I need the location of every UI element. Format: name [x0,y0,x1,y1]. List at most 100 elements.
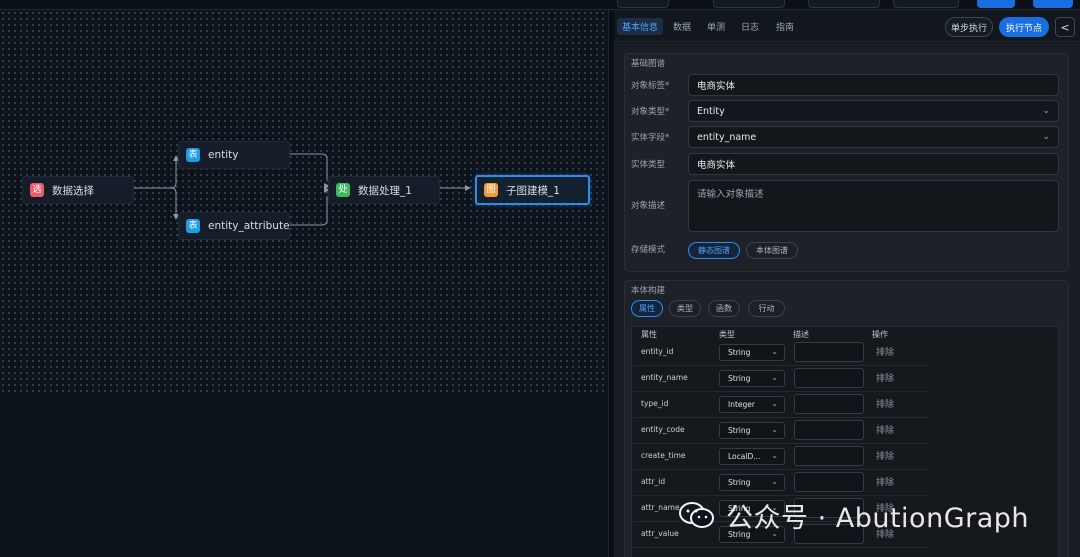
toolbar-button[interactable] [808,0,880,8]
ontology-tab-attributes[interactable]: 属性 [631,300,663,317]
field-label: 实体类型 [631,160,666,170]
run-node-button[interactable]: 执行节点 [999,17,1049,37]
tab-basic-info[interactable]: 基本信息 [617,18,664,35]
node-label: entity [208,149,239,161]
select-value: String [728,530,751,539]
chevron-down-icon: ⌄ [771,425,778,434]
column-header: 属性 [641,330,657,339]
workflow-edges [134,153,471,226]
remove-attribute-button[interactable]: 排除 [876,504,895,514]
top-toolbar [0,0,1080,10]
attribute-description-input[interactable] [794,472,864,492]
panel-content[interactable]: 基础图谱 对象标签* 电商实体 对象类型* Entity ⌄ 实体字段* ent… [614,43,1080,557]
toolbar-primary-button[interactable] [977,0,1015,8]
attribute-description-input[interactable] [794,498,864,518]
object-type-select[interactable]: Entity ⌄ [688,100,1059,122]
remove-attribute-button[interactable]: 排除 [876,426,895,436]
remove-attribute-button[interactable]: 排除 [876,478,895,488]
node-data-select[interactable]: 选 数据选择 [22,176,134,204]
select-value: String [728,348,751,357]
attribute-name: entity_code [641,425,685,434]
step-run-button[interactable]: 单步执行 [945,17,993,37]
object-label-input[interactable]: 电商实体 [688,74,1059,96]
attribute-type-select[interactable]: LocalD... ⌄ [719,448,785,465]
field-label: 对象类型* [631,107,670,117]
attribute-type-select[interactable]: Integer ⌄ [719,396,785,413]
toolbar-primary-button[interactable] [1033,0,1073,8]
select-value: LocalD... [728,452,761,461]
chevron-down-icon: ⌄ [771,503,778,512]
watermark: 公众号 · AbutionGraph [678,497,1058,534]
attribute-name: entity_name [641,373,688,382]
table-row: create_time LocalD...⌄ 排除 [634,444,930,470]
attribute-name: attr_name [641,503,680,512]
toolbar-button[interactable] [893,0,959,8]
input-value: 电商实体 [697,160,736,171]
node-subgraph-modeling[interactable]: 图 子图建模_1 [475,175,590,205]
ontology-tab-types[interactable]: 类型 [669,300,701,317]
ontology-tab-functions[interactable]: 函数 [708,300,740,317]
attribute-description-input[interactable] [794,420,864,440]
remove-attribute-button[interactable]: 排除 [876,400,895,410]
attribute-type-select[interactable]: String⌄ [719,422,785,439]
node-label: 子图建模_1 [506,184,560,197]
attribute-name: attr_value [641,529,679,538]
attribute-type-select[interactable]: String⌄ [719,474,785,491]
attribute-type-select[interactable]: String ⌄ [719,526,785,543]
chevron-down-icon: ⌄ [771,373,778,382]
entity-type-input[interactable]: 电商实体 [688,153,1059,175]
ontology-tab-actions[interactable]: 行动 [748,300,785,317]
section-title: 本体构建 [631,286,666,296]
node-badge: 图 [484,183,498,197]
tab-data[interactable]: 数据 [673,23,692,33]
select-value: Entity [697,105,725,117]
remove-attribute-button[interactable]: 排除 [876,530,895,540]
wechat-logo-icon [678,501,716,529]
chevron-down-icon: ⌄ [771,399,778,408]
remove-attribute-button[interactable]: 排除 [876,348,895,358]
attribute-type-select[interactable]: String⌄ [719,344,785,361]
chevron-down-icon: ⌄ [771,529,778,538]
select-value: Integer [728,400,755,409]
field-label: 对象标签* [631,81,670,91]
workflow-canvas[interactable]: 选 数据选择 表 entity 表 entity_attribute 处 数据处… [0,10,610,557]
object-description-textarea[interactable]: 请输入对象描述 [688,180,1059,232]
attribute-type-select[interactable]: String ⌄ [719,500,785,517]
entity-field-select[interactable]: entity_name ⌄ [688,126,1059,148]
attribute-description-input[interactable] [794,368,864,388]
toolbar-button[interactable] [617,0,669,8]
tab-logs[interactable]: 日志 [741,23,760,33]
basic-graph-card: 基础图谱 对象标签* 电商实体 对象类型* Entity ⌄ 实体字段* ent… [624,53,1069,272]
attribute-description-input[interactable] [794,342,864,362]
attribute-description-input[interactable] [794,524,864,544]
table-row: attr_value String ⌄ 排除 [634,522,930,548]
collapse-panel-button[interactable]: < [1055,17,1075,37]
panel-tabs: 基本信息 数据 单测 日志 指南 单步执行 执行节点 < [614,10,1080,42]
node-table-entity[interactable]: 表 entity [178,141,290,169]
attribute-table: 属性 类型 描述 操作 entity_id String⌄ 排除 entity_… [631,326,1059,557]
attribute-type-select[interactable]: String ⌄ [719,370,785,387]
attribute-description-input[interactable] [794,446,864,466]
node-badge: 表 [186,219,200,233]
chevron-down-icon: ⌄ [771,451,778,460]
tab-unit-test[interactable]: 单测 [707,23,726,33]
attribute-name: type_id [641,399,669,408]
select-value: String [728,374,751,383]
toolbar-button[interactable] [713,0,785,8]
panel-resize-handle[interactable] [608,10,614,557]
field-label: 存储模式 [631,245,666,255]
tab-guide[interactable]: 指南 [776,23,795,33]
watermark-text: 公众号 · AbutionGraph [726,502,1030,534]
node-badge: 选 [30,183,44,197]
node-data-process[interactable]: 处 数据处理_1 [328,176,440,204]
node-label: 数据处理_1 [358,184,412,197]
node-badge: 处 [336,183,350,197]
attribute-description-input[interactable] [794,394,864,414]
select-value: String [728,504,751,513]
storage-mode-ontology-graph[interactable]: 本体图谱 [746,242,798,259]
node-table-entity-attribute[interactable]: 表 entity_attribute [178,212,290,240]
remove-attribute-button[interactable]: 排除 [876,374,895,384]
attribute-name: entity_id [641,347,674,356]
storage-mode-static-graph[interactable]: 静态图谱 [688,242,740,259]
remove-attribute-button[interactable]: 排除 [876,452,895,462]
